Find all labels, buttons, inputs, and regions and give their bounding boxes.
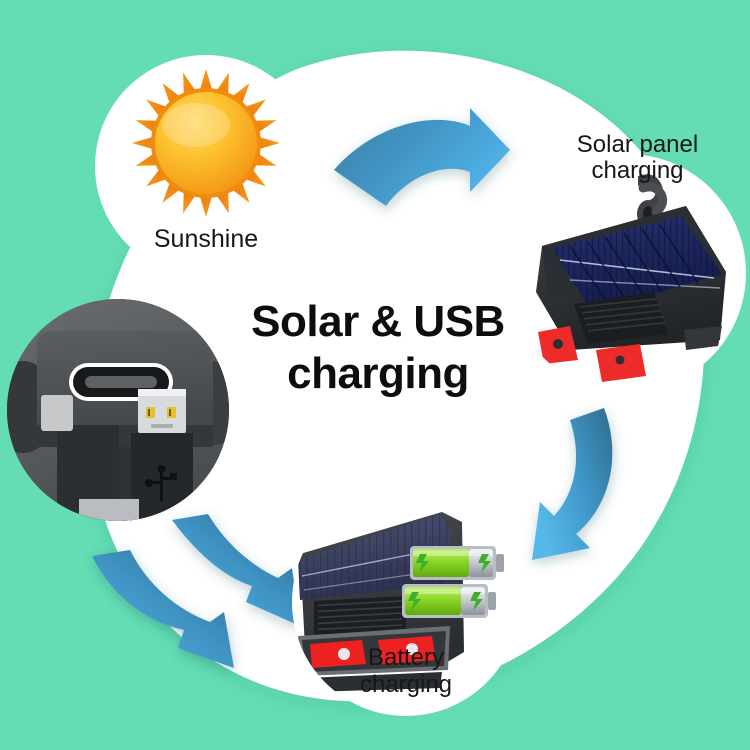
- red-accent-panels: [538, 326, 646, 382]
- battery-charging-device-icon: [298, 512, 504, 692]
- arrow-usb-to-sun: [92, 550, 234, 668]
- usb-c-and-usb-a-ports-icon: [7, 299, 229, 521]
- arrow-solar-to-battery: [532, 408, 613, 560]
- node-battery-charging[interactable]: [292, 488, 520, 716]
- node-usb-ports[interactable]: [7, 299, 229, 521]
- arrow-battery-to-usb: [172, 514, 300, 626]
- battery-cell-bottom: [402, 584, 496, 618]
- solar-cell-array: [552, 216, 722, 312]
- node-sunshine[interactable]: Sunshine: [95, 55, 317, 277]
- speaker-grille: [574, 292, 668, 344]
- node-battery-charging-label: Battery charging: [359, 644, 453, 698]
- sun-icon: [132, 69, 280, 217]
- node-solar-panel-label: Solar panel charging: [576, 131, 699, 185]
- node-solar-panel[interactable]: [508, 154, 746, 392]
- page-title: Solar & USB charging: [251, 297, 505, 398]
- led-lamps: [310, 636, 436, 668]
- arrow-sun-to-solar: [334, 108, 510, 206]
- solar-panel-device-icon: [536, 174, 726, 382]
- battery-cell-top: [410, 546, 504, 580]
